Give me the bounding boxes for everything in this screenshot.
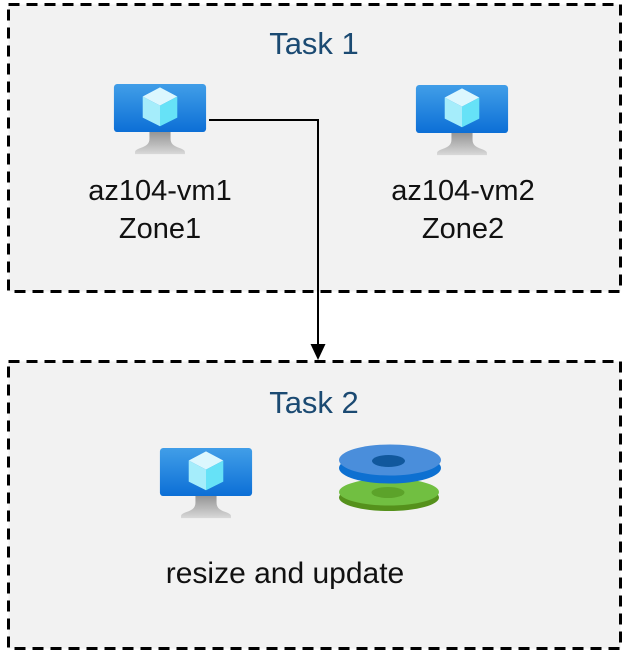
connector-arrow	[209, 119, 326, 360]
task2-caption: resize and update	[165, 557, 405, 590]
vm2-zone: Zone2	[421, 213, 505, 245]
vm1-label: az104-vm1 Zone1	[40, 172, 280, 248]
vm2-label: az104-vm2 Zone2	[343, 172, 583, 248]
disks-icon	[339, 444, 441, 511]
vm2-name: az104-vm2	[391, 175, 535, 207]
task2-box	[7, 360, 622, 650]
vm1-zone: Zone1	[118, 213, 202, 245]
vm1-name: az104-vm1	[88, 175, 232, 207]
task1-title: Task 1	[269, 26, 359, 61]
task2-title: Task 2	[269, 385, 359, 420]
task1-box	[7, 3, 622, 293]
